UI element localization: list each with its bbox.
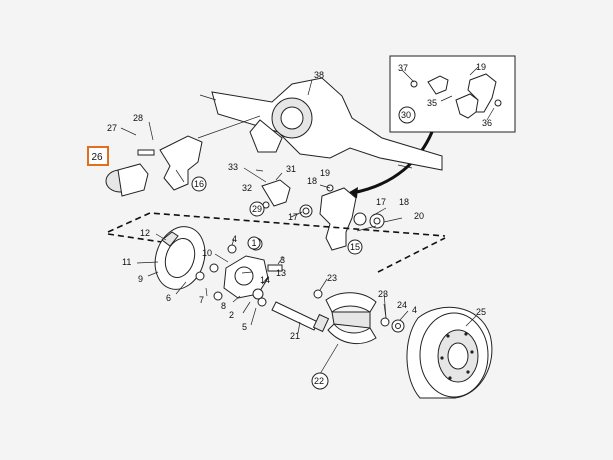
callout-24[interactable]: 24: [397, 300, 407, 310]
callout-labels: 26 27 28 16 38 37 19 35 30 36 33 31 32 2…: [87, 62, 492, 390]
callout-29[interactable]: 29: [252, 204, 262, 214]
callout-37[interactable]: 37: [398, 63, 408, 73]
callout-12[interactable]: 12: [140, 228, 150, 238]
callout-10[interactable]: 10: [202, 248, 212, 258]
callout-16[interactable]: 16: [194, 179, 204, 189]
brake-spider: [195, 237, 284, 326]
callout-15-ring: [347, 239, 363, 255]
camshaft: [271, 301, 330, 334]
callout-1-ring: [247, 236, 261, 250]
callout-11[interactable]: 11: [122, 257, 131, 267]
axle-housing: [199, 77, 443, 171]
selected-callout-box[interactable]: [87, 146, 109, 166]
callout-16-ring: [191, 176, 207, 192]
callout-28[interactable]: 28: [133, 113, 143, 123]
callout-25[interactable]: 25: [476, 307, 486, 317]
callout-14[interactable]: 14: [260, 275, 270, 285]
callout-30-ring: [398, 106, 416, 124]
callout-13[interactable]: 13: [276, 268, 286, 278]
callout-18-upper[interactable]: 18: [307, 176, 317, 186]
callout-38[interactable]: 38: [314, 70, 324, 80]
callout-17-right[interactable]: 17: [376, 197, 386, 207]
callout-4-right[interactable]: 4: [412, 305, 417, 315]
callout-27[interactable]: 27: [107, 123, 117, 133]
callout-32[interactable]: 32: [242, 183, 252, 193]
dashed-guides: [107, 212, 446, 273]
callout-20[interactable]: 20: [414, 211, 424, 221]
callout-19[interactable]: 19: [320, 168, 330, 178]
callout-36[interactable]: 36: [482, 118, 492, 128]
brake-drum: [406, 306, 493, 399]
callout-19-inset[interactable]: 19: [476, 62, 486, 72]
callout-3[interactable]: 3: [280, 255, 285, 265]
callout-6[interactable]: 6: [166, 293, 171, 303]
inset-arrow: [351, 131, 434, 195]
callout-33[interactable]: 33: [228, 162, 238, 172]
callout-22-ring: [311, 372, 329, 390]
callout-9[interactable]: 9: [138, 274, 143, 284]
callout-15[interactable]: 15: [350, 242, 360, 252]
callout-5[interactable]: 5: [242, 322, 247, 332]
callout-1[interactable]: 1: [252, 238, 257, 248]
callout-21[interactable]: 21: [290, 331, 300, 341]
callout-35[interactable]: 35: [427, 98, 437, 108]
callout-22[interactable]: 22: [314, 376, 324, 386]
callout-18[interactable]: 18: [399, 197, 409, 207]
callout-7[interactable]: 7: [199, 295, 204, 305]
brake-chamber-cluster: [105, 115, 261, 197]
callout-26[interactable]: 26: [92, 152, 104, 163]
backing-plate: [136, 226, 206, 295]
adjuster-parts: [313, 278, 409, 333]
callout-8[interactable]: 8: [221, 301, 226, 311]
callout-23-left[interactable]: 23: [327, 273, 337, 283]
knuckle-cluster: [243, 167, 403, 251]
callout-30[interactable]: 30: [401, 110, 411, 120]
callout-2[interactable]: 2: [229, 310, 234, 320]
arrowhead-icon: [346, 187, 358, 198]
callout-29-ring: [249, 201, 265, 217]
callout-4-upper[interactable]: 4: [232, 234, 237, 244]
callout-23-right[interactable]: 23: [378, 289, 388, 299]
callout-31[interactable]: 31: [286, 164, 296, 174]
brake-shoes: [319, 292, 377, 375]
callout-17-left[interactable]: 17: [288, 212, 298, 222]
